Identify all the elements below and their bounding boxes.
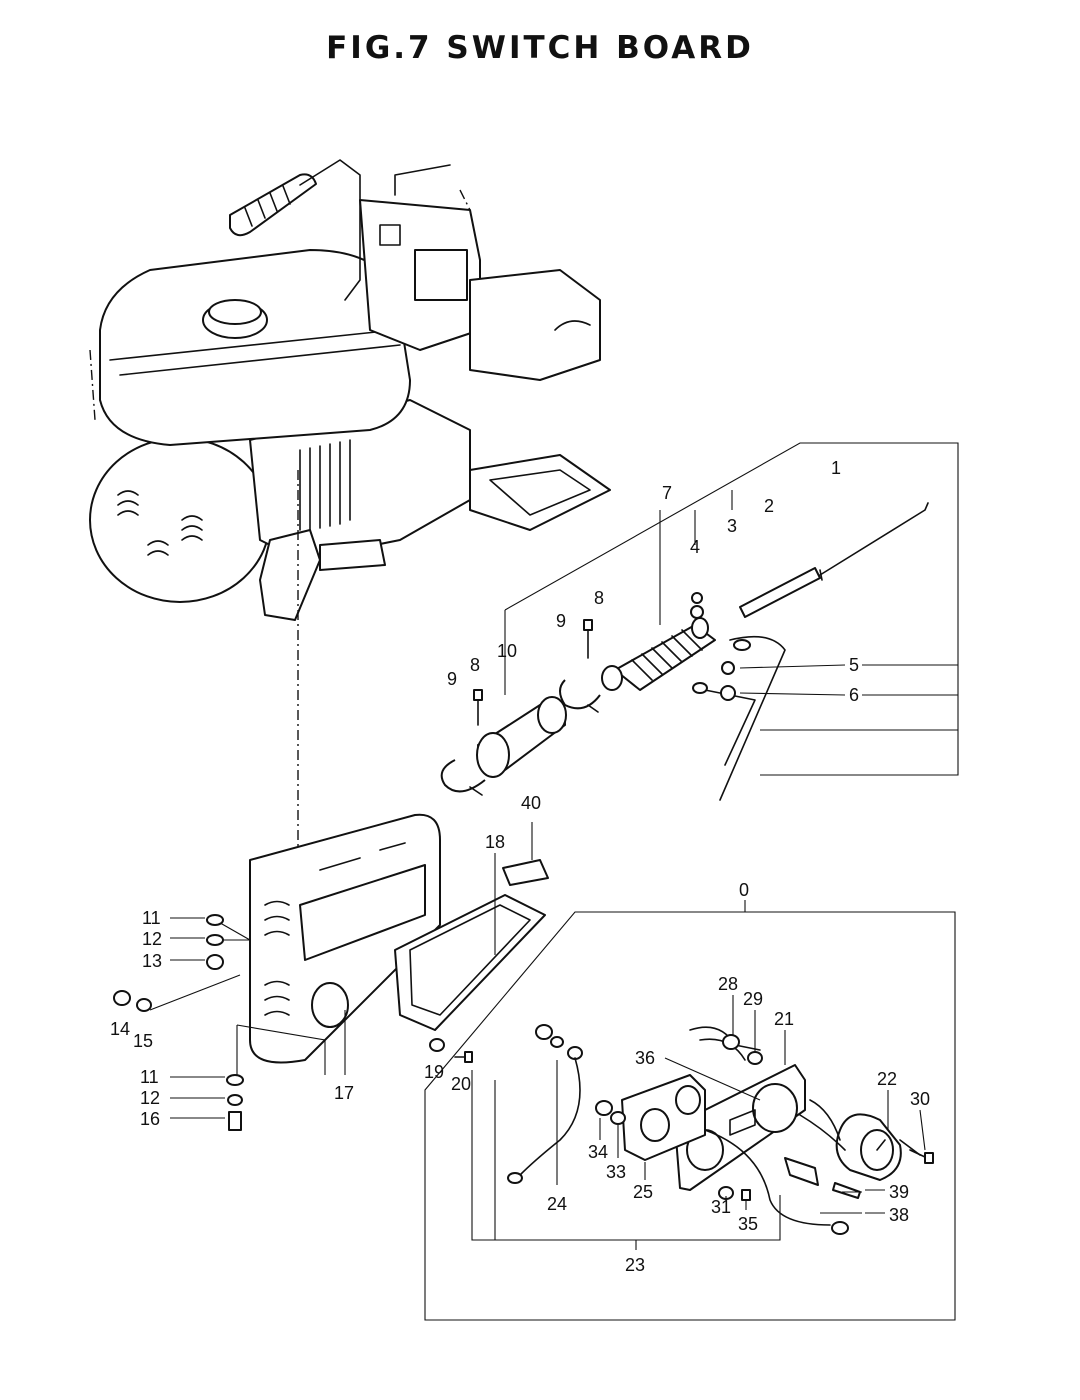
label-part-9b: 9 — [447, 669, 457, 689]
muffler-group — [440, 442, 959, 801]
label-part-17: 17 — [334, 1083, 354, 1103]
label-part-12a: 12 — [142, 929, 162, 949]
label-part-36: 36 — [635, 1048, 655, 1068]
label-part-0: 0 — [739, 880, 749, 900]
label-part-40: 40 — [521, 793, 541, 813]
label-part-35: 35 — [738, 1214, 758, 1234]
label-part-15: 15 — [133, 1031, 153, 1051]
label-part-12b: 12 — [140, 1088, 160, 1108]
label-part-39: 39 — [889, 1182, 909, 1202]
label-part-28: 28 — [718, 974, 738, 994]
label-part-23: 23 — [625, 1255, 645, 1275]
label-part-1: 1 — [831, 458, 841, 478]
label-part-33: 33 — [606, 1162, 626, 1182]
label-part-3: 3 — [727, 516, 737, 536]
label-part-7: 7 — [662, 483, 672, 503]
label-part-9a: 9 — [556, 611, 566, 631]
label-part-8a: 8 — [594, 588, 604, 608]
label-part-30: 30 — [910, 1089, 930, 1109]
label-part-18: 18 — [485, 832, 505, 852]
label-part-38: 38 — [889, 1205, 909, 1225]
label-part-19: 19 — [424, 1062, 444, 1082]
label-part-24: 24 — [547, 1194, 567, 1214]
label-part-13: 13 — [142, 951, 162, 971]
label-part-20: 20 — [451, 1074, 471, 1094]
label-part-6: 6 — [849, 685, 859, 705]
label-part-31: 31 — [711, 1197, 731, 1217]
part-labels: 1 2 3 4 7 5 6 8 8 9 9 10 40 18 0 11 12 1… — [110, 458, 930, 1275]
label-part-4: 4 — [690, 537, 700, 557]
label-part-29: 29 — [743, 989, 763, 1009]
engine-assembly — [89, 159, 611, 621]
label-part-8b: 8 — [470, 655, 480, 675]
label-part-34: 34 — [588, 1142, 608, 1162]
label-part-11a: 11 — [142, 908, 161, 928]
label-part-10: 10 — [497, 641, 517, 661]
label-part-5: 5 — [849, 655, 859, 675]
label-part-11b: 11 — [140, 1067, 159, 1087]
label-part-16: 16 — [140, 1109, 160, 1129]
label-part-21: 21 — [774, 1009, 794, 1029]
control-panel-assembly — [424, 900, 956, 1321]
figure-title: FIG.7 SWITCH BOARD — [326, 30, 754, 66]
label-part-2: 2 — [764, 496, 774, 516]
label-part-14: 14 — [110, 1019, 130, 1039]
switch-board-frame — [113, 813, 549, 1131]
label-part-25: 25 — [633, 1182, 653, 1202]
label-part-22: 22 — [877, 1069, 897, 1089]
